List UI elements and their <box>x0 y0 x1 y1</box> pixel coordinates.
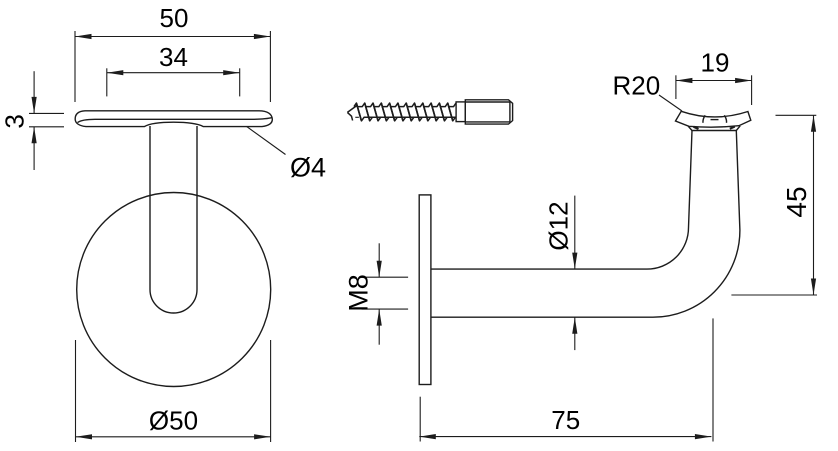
svg-text:Ø4: Ø4 <box>290 153 326 183</box>
svg-text:19: 19 <box>701 48 730 78</box>
svg-text:75: 75 <box>551 405 580 435</box>
svg-text:R20: R20 <box>613 71 661 101</box>
svg-text:34: 34 <box>159 42 188 72</box>
svg-text:M8: M8 <box>344 274 374 312</box>
svg-text:45: 45 <box>781 186 812 217</box>
svg-text:3: 3 <box>0 114 30 128</box>
svg-text:Ø50: Ø50 <box>149 406 198 436</box>
svg-text:Ø12: Ø12 <box>544 201 574 250</box>
svg-text:50: 50 <box>160 3 189 33</box>
